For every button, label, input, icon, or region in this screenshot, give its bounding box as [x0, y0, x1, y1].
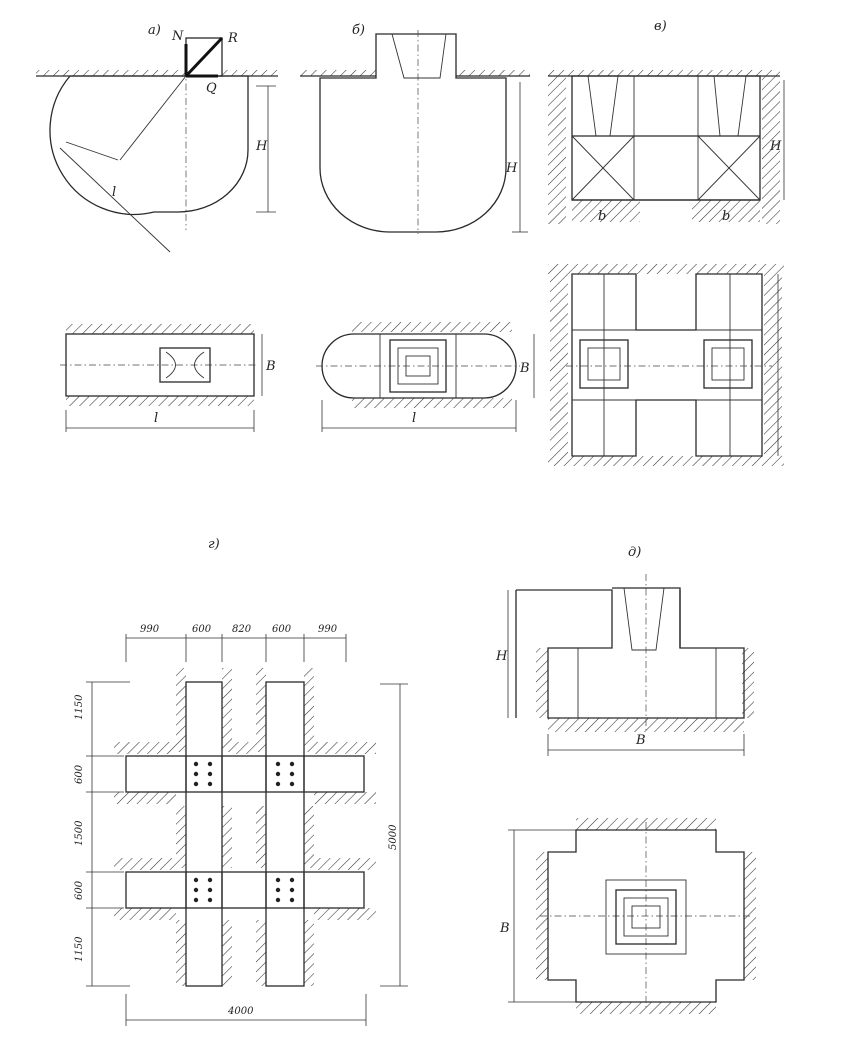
label-a: а)	[148, 23, 161, 38]
length-l-label: l	[154, 411, 158, 426]
width-B-label: B	[635, 733, 646, 748]
dim-left: 600	[74, 764, 85, 784]
ground-hatch	[220, 70, 278, 76]
width-b-label: b	[598, 209, 606, 224]
dim-left: 600	[74, 880, 85, 900]
fig-d-section: д) H B	[495, 545, 754, 756]
dim-top: 820	[232, 624, 252, 635]
fig-v-plan	[548, 264, 784, 466]
label-d: д)	[628, 545, 641, 560]
label-v: в)	[654, 19, 667, 34]
dim-right: 5000	[388, 824, 399, 850]
dim-top: 990	[318, 624, 338, 635]
dim-top: 600	[272, 624, 292, 635]
label-b: б)	[352, 23, 365, 38]
fig-a-plan: l B	[60, 324, 276, 432]
width-B-label: B	[499, 921, 510, 936]
fig-a-section: а) N R Q l H	[36, 23, 278, 253]
width-b-label: b	[722, 209, 730, 224]
fig-v-section: в) b b H	[548, 19, 785, 224]
width-B-label: B	[519, 361, 530, 376]
height-H-label: H	[495, 649, 508, 664]
force-R-label: R	[227, 31, 238, 46]
height-H-label: H	[505, 161, 518, 176]
dim-left: 1150	[74, 936, 85, 962]
label-g: г)	[208, 537, 220, 552]
dim-left: 1500	[74, 820, 85, 846]
force-N-label: N	[171, 29, 184, 44]
ground-hatch	[36, 70, 186, 76]
fig-g-grid: г) 990 600 820 600 990 1150 600 1500 600…	[74, 537, 408, 1026]
height-H-label: H	[769, 139, 782, 154]
fig-b-plan: l B	[316, 322, 535, 432]
dim-left: 1150	[74, 694, 85, 720]
width-B-label: B	[265, 359, 276, 374]
dim-top: 990	[140, 624, 160, 635]
dim-bottom: 4000	[227, 1006, 254, 1017]
length-l-label: l	[112, 185, 116, 200]
fig-d-plan: B	[499, 818, 756, 1014]
fig-b-section: б) H	[300, 23, 530, 234]
length-l-label: l	[412, 411, 416, 426]
force-R-arrow	[184, 36, 224, 78]
height-H-label: H	[255, 139, 268, 154]
dim-top: 600	[192, 624, 212, 635]
anchor-bolts	[193, 761, 295, 903]
force-Q-label: Q	[206, 81, 217, 96]
